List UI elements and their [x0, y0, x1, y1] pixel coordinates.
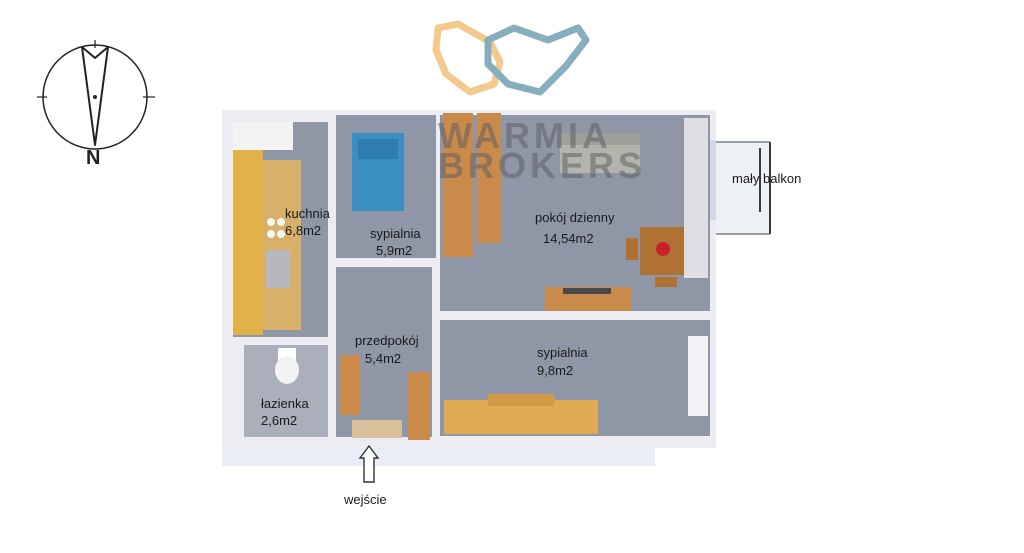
hallway-cabinet — [340, 355, 360, 415]
room-area: 6,8m2 — [285, 223, 322, 238]
room-name: sypialnia — [370, 226, 421, 241]
flowers — [656, 242, 670, 256]
entrance-label: wejście — [344, 492, 387, 507]
chair — [655, 277, 677, 287]
interior-wall — [328, 112, 336, 442]
room-label-bedroom-small: sypialnia 5,9m2 — [370, 225, 421, 259]
brand-logo — [432, 20, 590, 96]
room-label-living-room: pokój dzienny 14,54m2 — [535, 209, 615, 247]
stove-burner — [267, 230, 275, 238]
stove-burner — [267, 218, 275, 226]
floor-plan-shadow — [222, 445, 655, 466]
balcony-label: mały balkon — [732, 171, 802, 186]
toilet-bowl — [275, 356, 299, 384]
compass-north-label: N — [86, 147, 101, 169]
room-label-bathroom: łazienka 2,6m2 — [261, 395, 309, 429]
room-area: 9,8m2 — [537, 363, 574, 378]
interior-wall — [336, 258, 436, 267]
door-mat — [352, 420, 402, 438]
kitchen-sink — [266, 250, 290, 288]
kitchen-cabinet — [233, 122, 293, 150]
room-label-hallway: przedpokój 5,4m2 — [355, 332, 419, 367]
room-area: 5,9m2 — [376, 243, 413, 258]
chair — [626, 238, 638, 260]
kitchen-worktop — [233, 150, 263, 335]
room-label-bedroom-large: sypialnia 9,8m2 — [537, 344, 588, 379]
stove-burner — [277, 230, 285, 238]
tv — [563, 288, 611, 294]
kitchen-counter — [263, 160, 301, 330]
interior-wall — [432, 258, 440, 442]
room-area: 2,6m2 — [261, 413, 298, 428]
toilet — [278, 348, 296, 360]
hallway-wardrobe — [408, 372, 430, 440]
room-label-kitchen: kuchnia 6,8m2 — [285, 205, 330, 239]
logo-heart-blue — [484, 24, 590, 96]
compass — [37, 40, 155, 150]
window — [710, 140, 716, 220]
room-name: sypialnia — [537, 345, 588, 360]
room-name: kuchnia — [285, 206, 330, 221]
balcony — [716, 142, 770, 234]
logo-heart-orange — [432, 20, 504, 96]
bed-large-pillows — [488, 394, 554, 406]
room-name: pokój dzienny — [535, 210, 615, 225]
stove-burner — [277, 218, 285, 226]
interior-wall — [440, 311, 712, 320]
room-area: 14,54m2 — [543, 231, 594, 246]
brand-name-line1: WARMIA — [438, 115, 612, 156]
room-name: łazienka — [261, 396, 309, 411]
interior-wall — [233, 337, 328, 345]
sofa-back — [560, 133, 640, 145]
wardrobe — [477, 113, 501, 243]
entrance-arrow — [358, 444, 380, 483]
wardrobe — [443, 113, 473, 257]
plant-shelf — [684, 118, 708, 278]
room-name: przedpokój — [355, 333, 419, 348]
window — [688, 336, 708, 416]
bed-small-pillow — [358, 139, 398, 159]
compass-center — [93, 95, 97, 99]
brand-name-line2: BROKERS — [438, 145, 647, 186]
room-area: 5,4m2 — [365, 351, 402, 366]
